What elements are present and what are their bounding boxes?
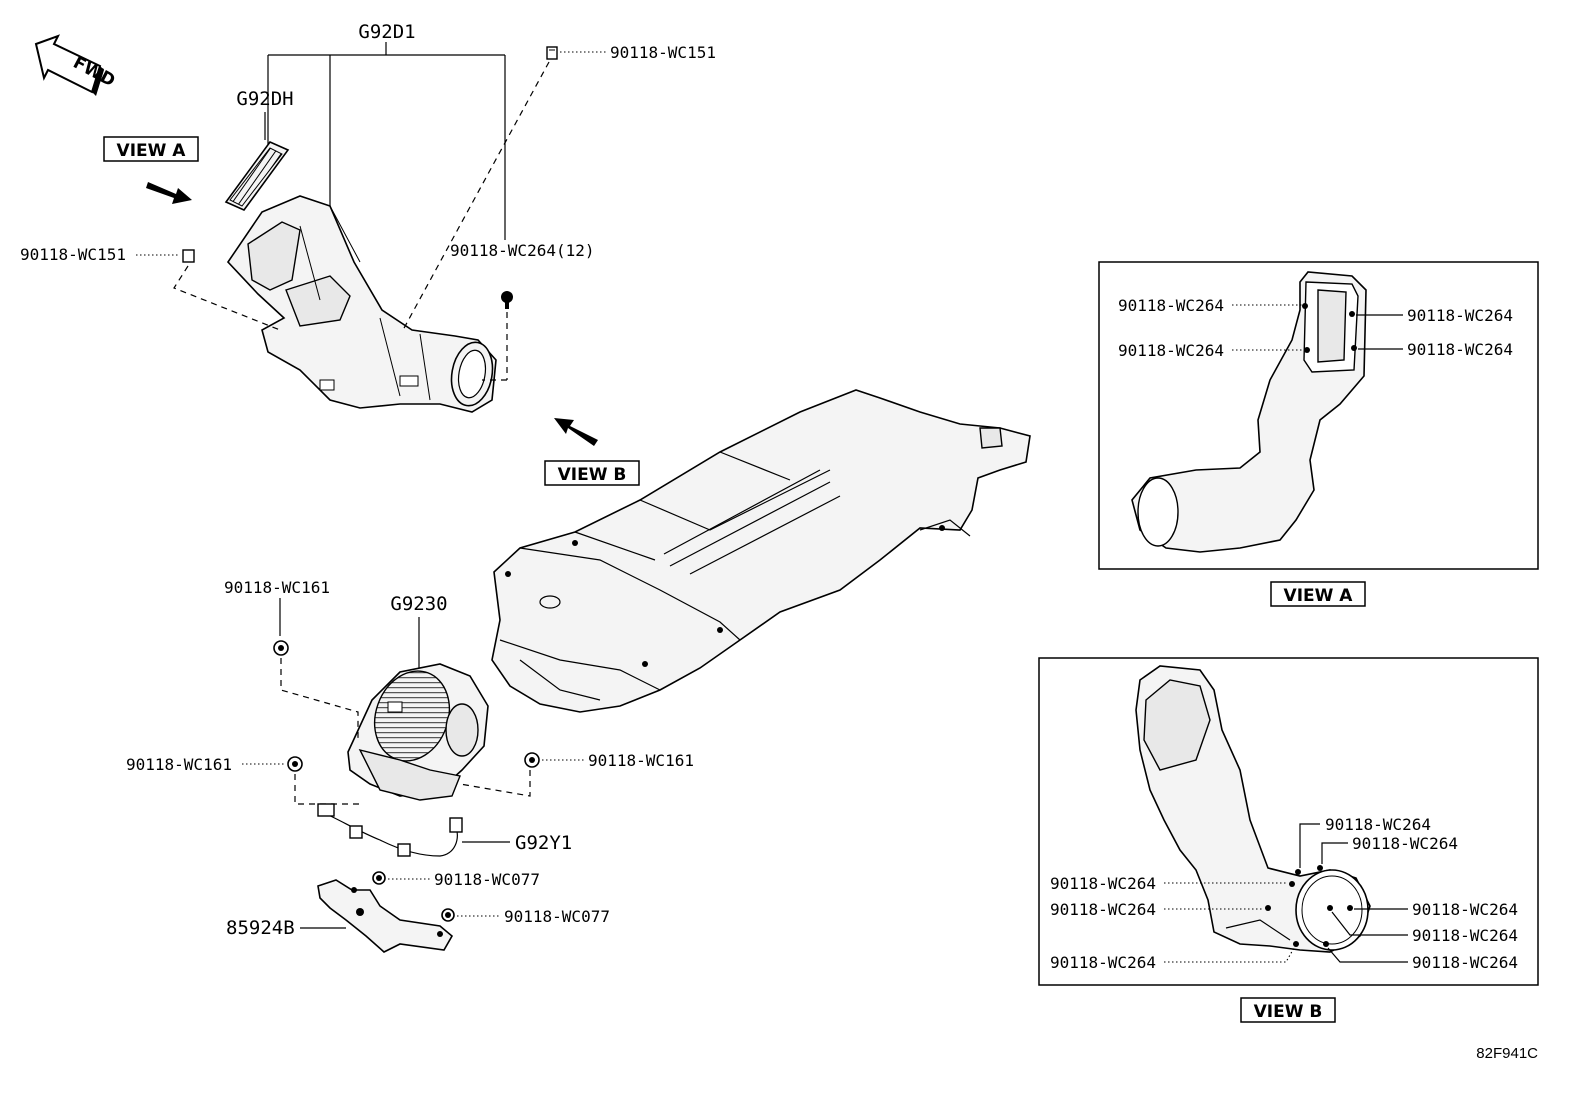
label-wc077-a: 90118-WC077 [434,870,540,889]
view-b-tag-mid: VIEW B [544,460,640,486]
duct-assembly [226,195,497,413]
view-a-label-3: 90118-WC264 [1407,306,1513,325]
label-g92d1: G92D1 [358,21,415,43]
fastener-wc264-12 [501,291,513,309]
view-b-label-1: 90118-WC264 [1325,815,1431,834]
svg-text:VIEW A: VIEW A [1284,586,1354,606]
wc151-top-dash [402,61,550,331]
view-a-inset-frame [1098,261,1539,570]
view-b-arrow-icon [554,418,598,446]
view-b-label-4: 90118-WC264 [1050,900,1156,919]
fastener-wc077-b [441,908,455,922]
label-85924b: 85924B [226,917,295,939]
wire-harness-g92y1 [317,803,463,857]
fastener-wc077-a [372,871,386,885]
wc161-top-dash [280,658,359,740]
blower-g9230 [347,663,489,801]
view-b-label-3: 90118-WC264 [1050,874,1156,893]
label-wc077-b: 90118-WC077 [504,907,610,926]
label-g92y1: G92Y1 [515,832,572,854]
view-b-label-2: 90118-WC264 [1352,834,1458,853]
fastener-wc161-top [273,640,289,656]
label-wc151-left: 90118-WC151 [20,245,126,264]
fastener-wc161-left [287,756,303,772]
view-a-tag-inset: VIEW A [1270,581,1366,607]
filter-g92dh [224,141,290,211]
bracket-85924b [317,879,454,953]
wc151-left-dash [173,265,281,331]
view-b-label-8: 90118-WC264 [1412,953,1518,972]
label-g92dh: G92DH [236,88,293,110]
svg-text:VIEW B: VIEW B [558,465,627,485]
view-a-duct [1131,271,1367,553]
view-b-tag-inset: VIEW B [1240,997,1336,1023]
view-b-label-6: 90118-WC264 [1412,900,1518,919]
fastener-wc151-left [182,249,195,263]
svg-text:VIEW B: VIEW B [1254,1002,1323,1022]
view-b-label-5: 90118-WC264 [1050,953,1156,972]
diagram-code: 82F941C [1476,1045,1538,1062]
view-a-tag-top: VIEW A [103,136,199,162]
label-g9230: G9230 [390,593,447,615]
label-wc161-right: 90118-WC161 [588,751,694,770]
view-b-duct [1135,665,1371,953]
view-a-label-1: 90118-WC264 [1118,296,1224,315]
fastener-wc161-right [524,752,540,768]
fastener-wc151-top [546,46,558,60]
view-a-arrow-icon [146,182,192,204]
battery-pack [491,389,1031,713]
label-wc151-top: 90118-WC151 [610,43,716,62]
fwd-arrow-icon: FWD [34,34,118,96]
label-wc161-top: 90118-WC161 [224,578,330,597]
view-a-label-4: 90118-WC264 [1407,340,1513,359]
label-wc161-left: 90118-WC161 [126,755,232,774]
view-b-label-7: 90118-WC264 [1412,926,1518,945]
view-b-inset-frame [1038,657,1539,986]
view-a-label-2: 90118-WC264 [1118,341,1224,360]
label-wc264-12: 90118-WC264(12) [450,241,595,260]
svg-text:VIEW A: VIEW A [117,141,187,161]
